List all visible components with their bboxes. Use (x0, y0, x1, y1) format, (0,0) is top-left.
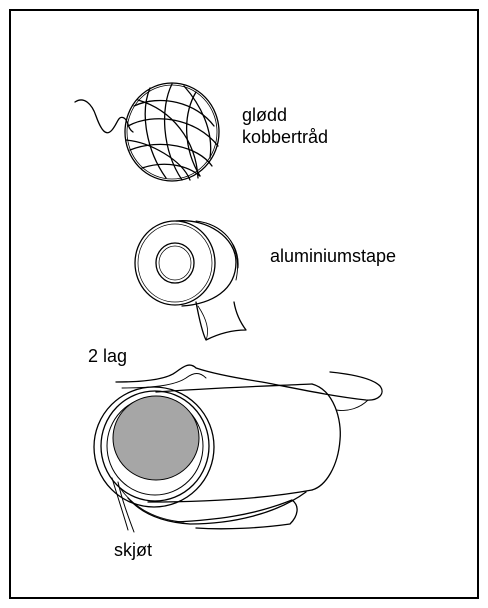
copper-wire-ball (75, 83, 219, 181)
cable-body-top (156, 384, 312, 392)
label-aluminium-tape: aluminiumstape (270, 246, 396, 267)
label-two-layers: 2 lag (88, 346, 127, 367)
label-copper-wire: kobbertråd (242, 127, 328, 148)
tape-roll-face (135, 221, 215, 305)
cable-grey-core (113, 396, 199, 480)
cable-far-end (312, 384, 340, 490)
copper-wire-loose-end (75, 100, 133, 133)
copper-ball-outline (125, 83, 219, 181)
tape-layer-upper-flap (116, 365, 382, 400)
tape-strip (196, 302, 246, 340)
wrapped-cable (94, 365, 382, 532)
label-annealed: glødd (242, 105, 287, 126)
tape-roll-core (156, 243, 194, 283)
label-joint: skjøt (114, 540, 152, 561)
aluminium-tape-roll (135, 221, 246, 340)
